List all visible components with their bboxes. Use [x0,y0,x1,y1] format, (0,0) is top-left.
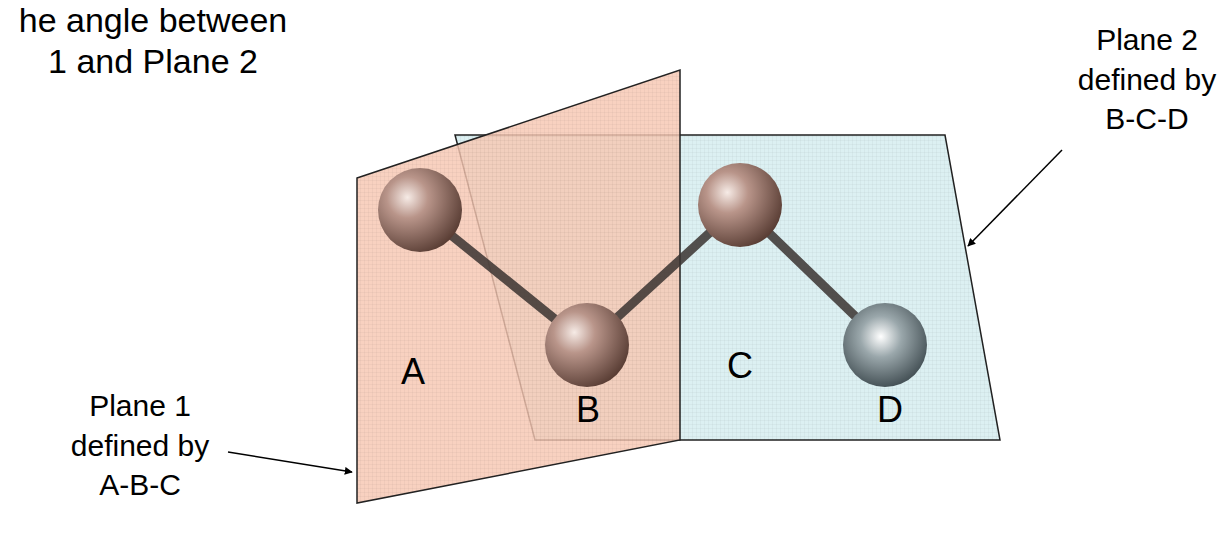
plane-1 [357,70,680,503]
atom-label: D [877,389,903,430]
plane-callout: Plane 1 defined by A-B-C [65,386,215,505]
bonds [420,205,885,345]
atoms [378,163,927,387]
diagram-title: he angle between 1 and Plane 2 [8,0,298,82]
atom-label: A [401,351,425,392]
atom-label: B [576,389,600,430]
leader-arrows [228,150,1062,472]
atom-label: C [727,345,753,386]
plane-callout: Plane 2 defined by B-C-D [1072,20,1222,139]
